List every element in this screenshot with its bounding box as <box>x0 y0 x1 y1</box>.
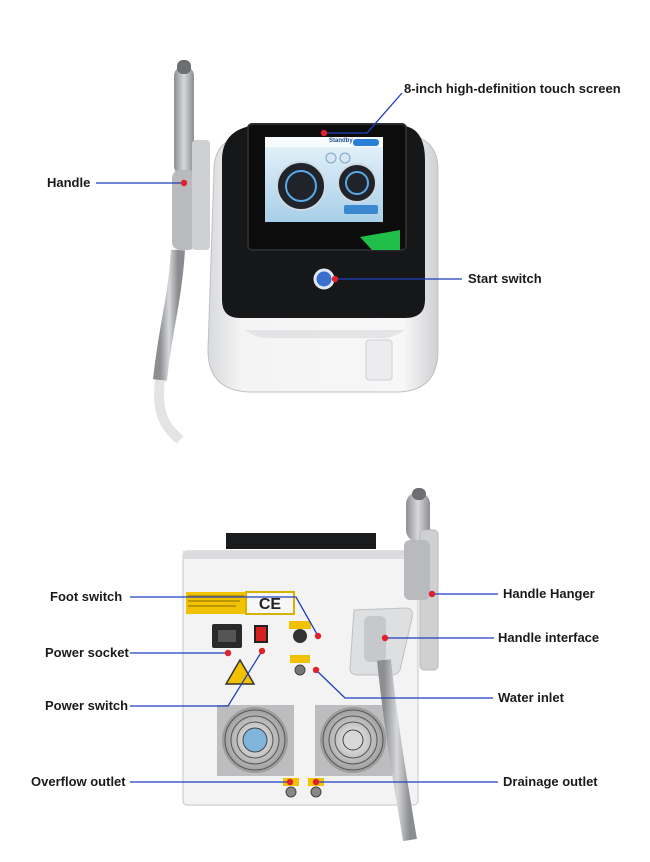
fan-left <box>217 705 294 776</box>
leader-foot-switch <box>130 596 319 637</box>
leader-power-switch <box>130 650 263 707</box>
dot-handle-interface <box>381 634 389 642</box>
leader-screen <box>324 92 403 134</box>
label-drainage-outlet: Drainage outlet <box>503 774 598 789</box>
leader-water-inlet <box>315 669 493 699</box>
fan-right <box>315 705 392 776</box>
dot-foot-switch <box>314 632 322 640</box>
handpiece-front <box>172 60 210 250</box>
ce-mark: CE <box>259 596 282 613</box>
laser-warning-icon <box>224 658 256 685</box>
handle-cable <box>153 249 185 381</box>
screen-status-text: Standby <box>329 138 353 144</box>
marker-dots <box>180 129 436 786</box>
dot-water-inlet <box>312 666 320 674</box>
front-machine <box>153 60 439 444</box>
label-power-switch: Power switch <box>45 698 129 713</box>
leader-lines <box>96 92 498 783</box>
dot-drainage-outlet <box>312 778 320 786</box>
dot-power-switch <box>258 647 266 655</box>
label-start-switch: Start switch <box>468 271 542 286</box>
dot-handle-hanger <box>428 590 436 598</box>
label-touch-screen: 8-inch high-definition touch screen <box>404 81 621 96</box>
gauge-right <box>337 163 377 203</box>
label-overflow-outlet: Overflow outlet <box>31 774 126 789</box>
dot-handle <box>180 179 188 187</box>
dot-power-socket <box>224 649 232 657</box>
gauge-left <box>276 161 326 211</box>
dot-start-switch <box>331 275 339 283</box>
back-machine: CE <box>182 488 439 842</box>
label-handle-hanger: Handle Hanger <box>503 586 595 601</box>
start-button <box>313 268 335 290</box>
label-handle: Handle <box>47 175 91 190</box>
label-power-socket: Power socket <box>45 645 129 660</box>
label-handle-interface: Handle interface <box>498 630 600 645</box>
green-badge <box>360 230 400 250</box>
dot-screen <box>320 129 328 137</box>
label-water-inlet: Water inlet <box>498 690 564 705</box>
label-foot-switch: Foot switch <box>50 589 123 604</box>
dot-overflow-outlet <box>286 778 294 786</box>
